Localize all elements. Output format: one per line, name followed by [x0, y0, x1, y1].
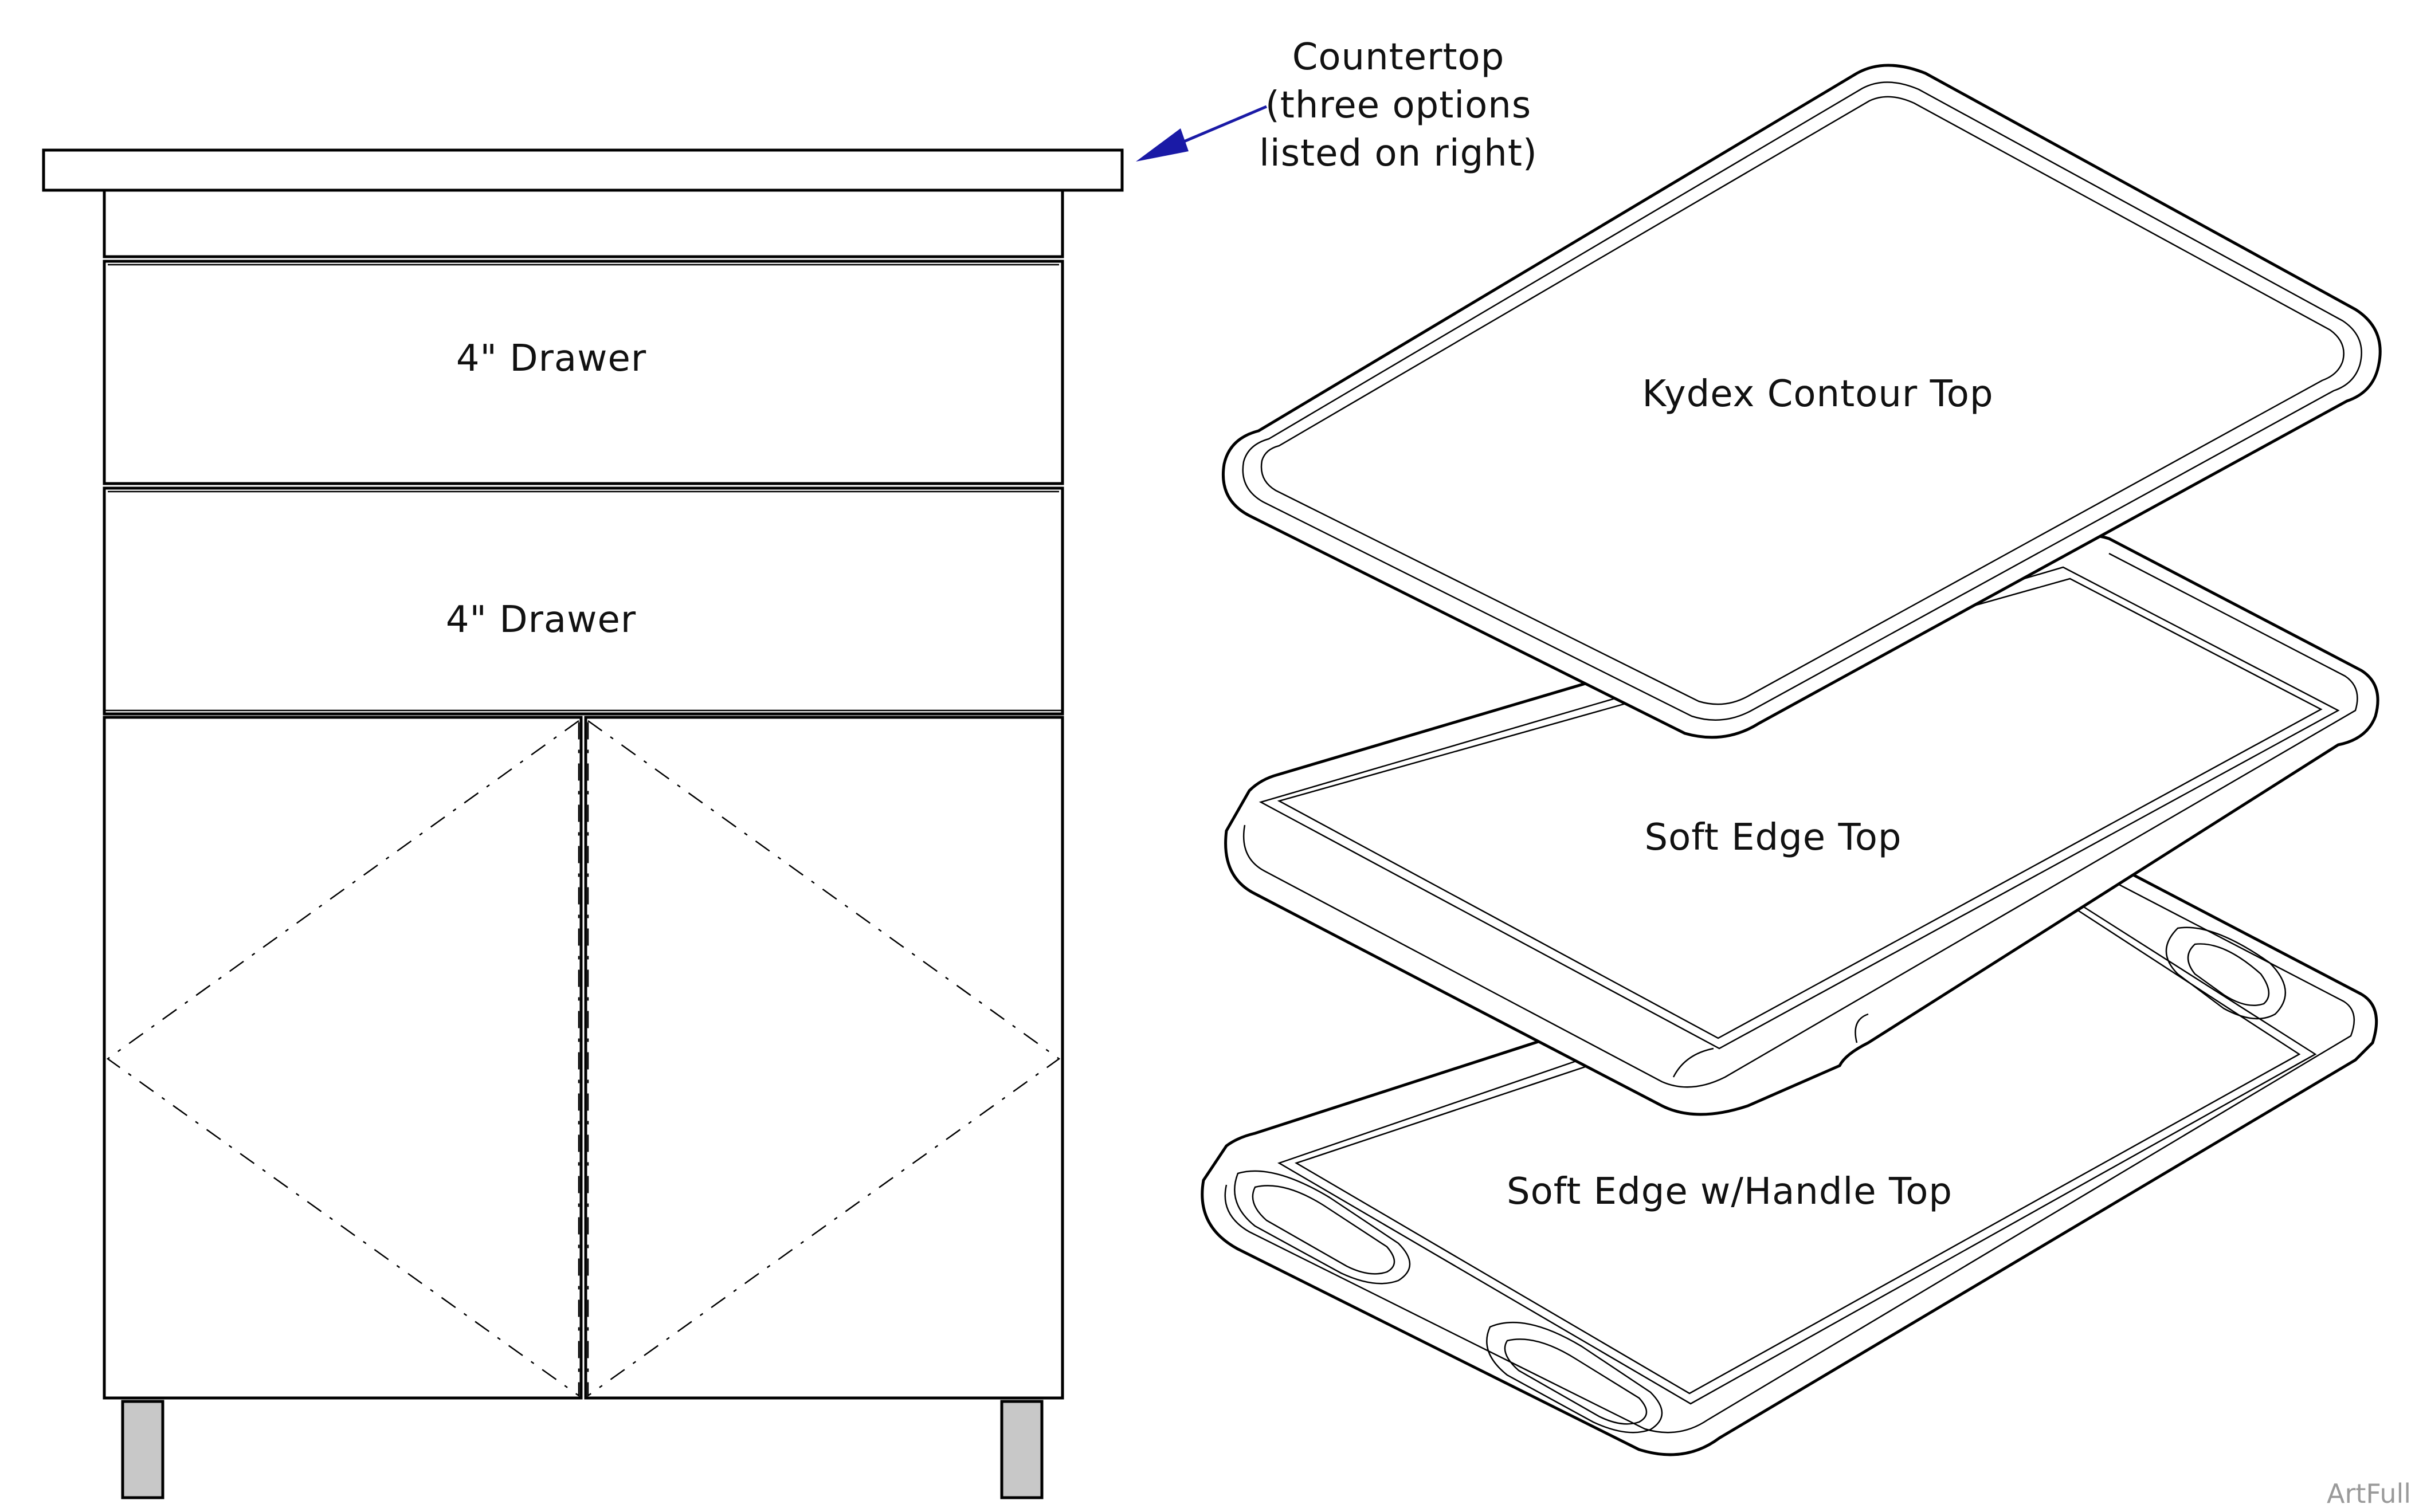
soft-edge-handle-top-label: Soft Edge w/Handle Top — [1507, 1171, 1953, 1213]
right-door-swing-indicator — [587, 719, 1061, 1397]
drawer-1-label: 4" Drawer — [456, 337, 647, 380]
soft-edge-top-label: Soft Edge Top — [1644, 816, 1902, 859]
callout-arrow — [1136, 105, 1267, 162]
left-door-swing-indicator — [106, 719, 580, 1397]
cabinet — [42, 148, 1124, 1499]
soft-edge-handle-top — [1201, 861, 2378, 1456]
countertop — [42, 148, 1124, 192]
kydex-contour-top-label: Kydex Contour Top — [1642, 373, 1994, 415]
left-door — [103, 716, 583, 1400]
cabinet-top-rail — [103, 188, 1064, 258]
countertop-callout: Countertop (three options listed on righ… — [1259, 33, 1538, 178]
kydex-contour-top — [1221, 64, 2382, 739]
right-door — [584, 716, 1064, 1400]
left-leg — [121, 1400, 164, 1499]
watermark: ArtFull — [2327, 1478, 2412, 1509]
drawer-2 — [103, 486, 1064, 716]
callout-line-3: listed on right) — [1259, 132, 1538, 175]
right-leg — [1000, 1400, 1044, 1499]
soft-edge-top — [1224, 534, 2379, 1116]
callout-line-2: (three options — [1265, 84, 1532, 127]
callout-line-1: Countertop — [1292, 36, 1505, 78]
drawer-2-label: 4" Drawer — [445, 599, 637, 641]
drawer-1 — [103, 260, 1064, 485]
